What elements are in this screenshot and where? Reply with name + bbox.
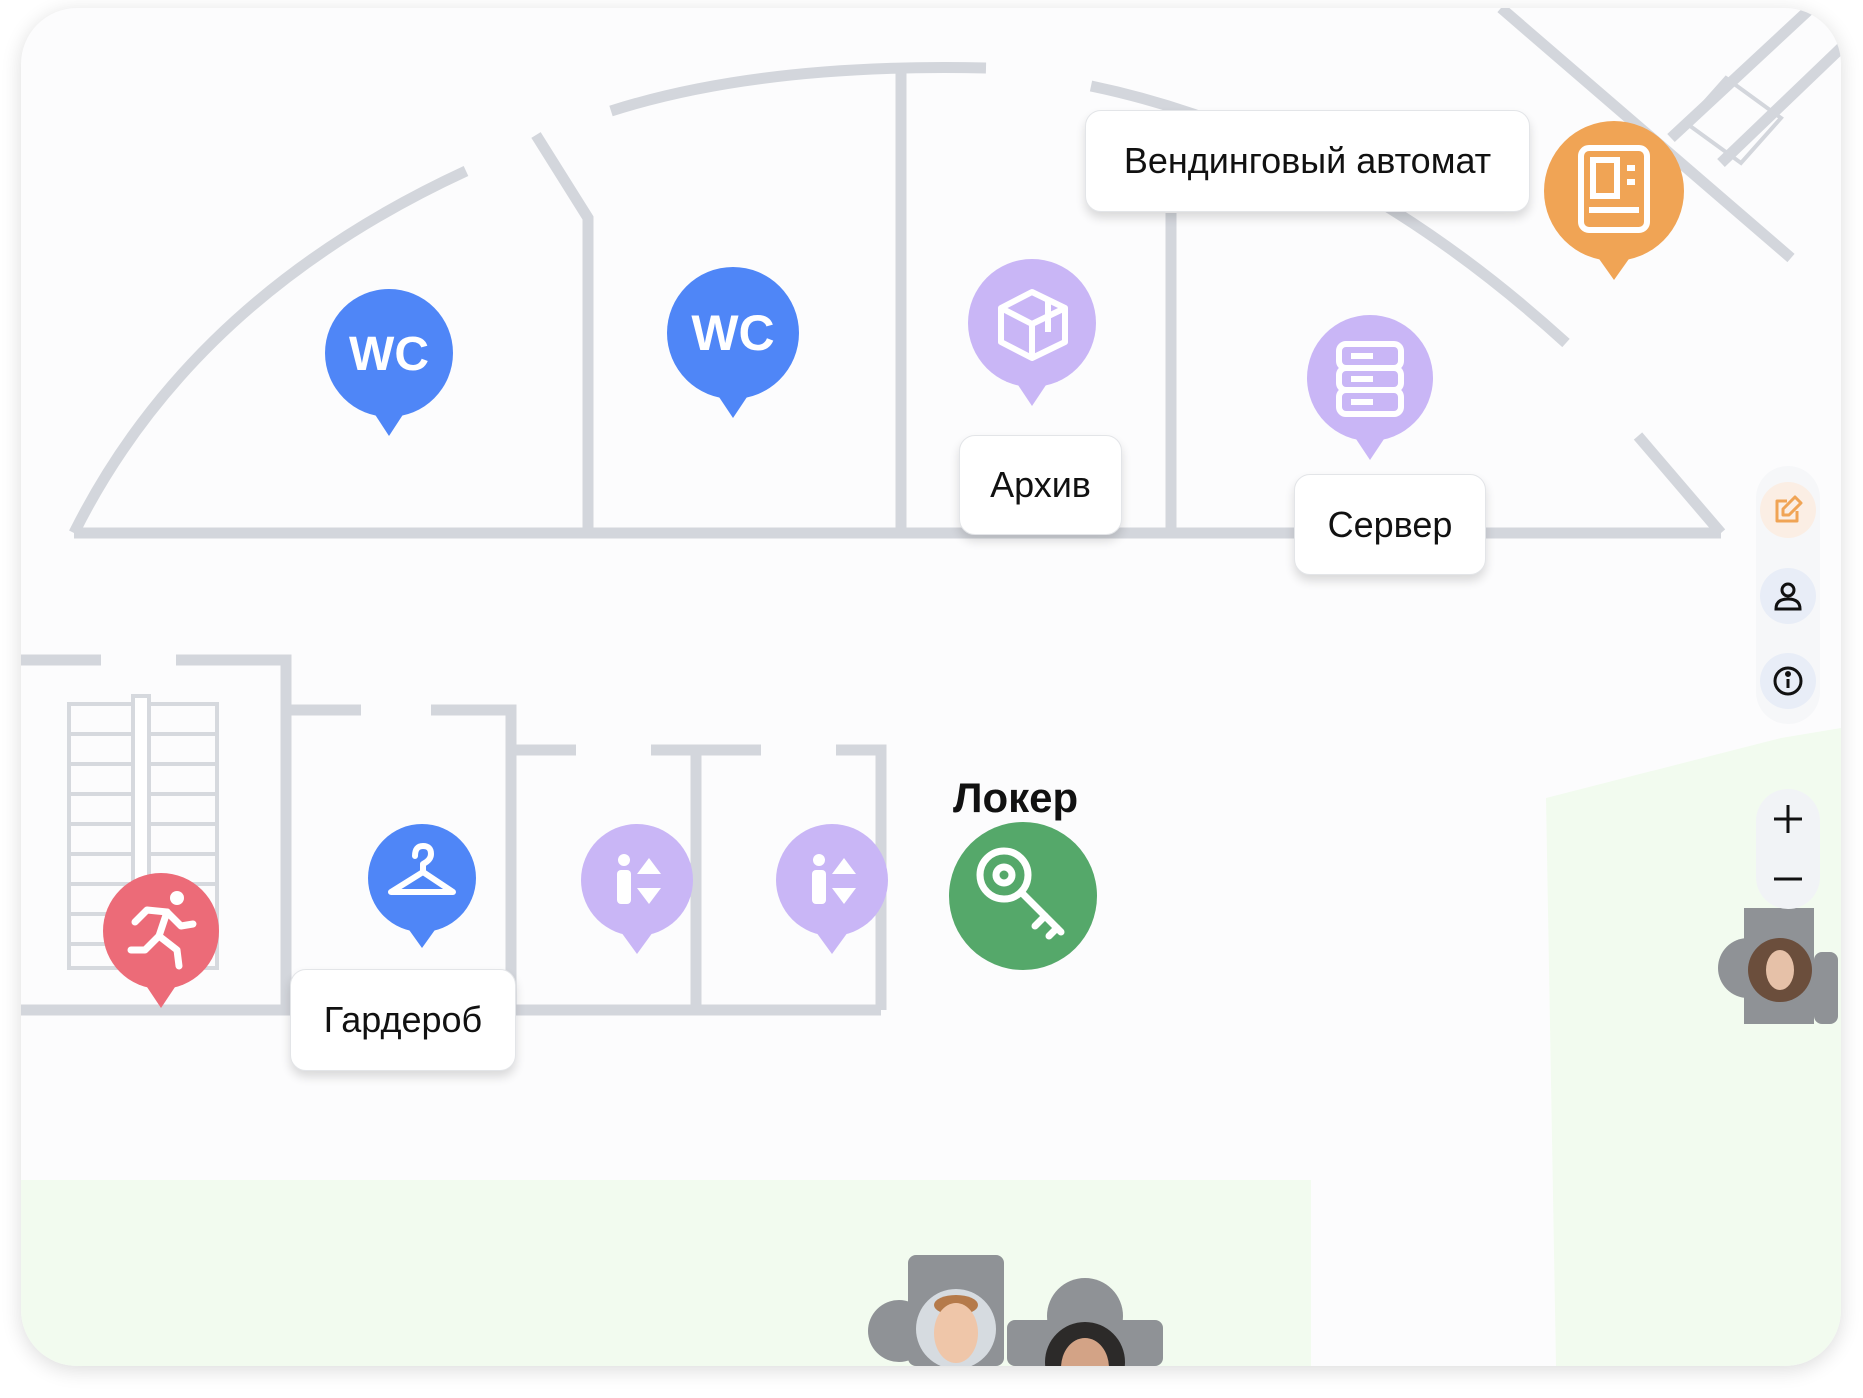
locker-label: Локер	[953, 774, 1079, 821]
employee-avatar[interactable]	[1007, 1278, 1167, 1366]
server-pin[interactable]	[1307, 315, 1433, 460]
avatar	[1748, 938, 1812, 1002]
zoom-in-button[interactable]	[1756, 789, 1820, 849]
user-button[interactable]	[1760, 568, 1816, 624]
vending-machine-icon	[1578, 145, 1650, 233]
restroom-icon	[617, 854, 661, 904]
edit-button[interactable]	[1760, 482, 1816, 538]
map-toolbar	[1756, 466, 1820, 724]
emergency-exit-pin[interactable]	[103, 873, 219, 1008]
floor-plan: WC WC	[21, 8, 1841, 1366]
wardrobe-label[interactable]: Гардероб	[290, 969, 516, 1071]
info-button[interactable]	[1760, 653, 1816, 709]
info-icon	[1773, 666, 1803, 696]
wardrobe-pin[interactable]	[368, 824, 476, 948]
wc-icon: WC	[691, 305, 774, 361]
zoom-out-button[interactable]	[1756, 849, 1820, 909]
employee-avatar[interactable]	[1718, 908, 1841, 1028]
box-icon	[998, 289, 1068, 361]
avatar	[916, 1289, 996, 1366]
restroom-icon	[812, 854, 856, 904]
wc-pin[interactable]: WC	[667, 267, 799, 418]
vending-machine-label[interactable]: Вендинговый автомат	[1085, 110, 1530, 212]
server-icon	[1336, 341, 1404, 417]
key-icon	[976, 847, 1065, 940]
plus-icon	[1774, 805, 1802, 833]
emergency-exit-icon	[127, 891, 197, 970]
employee-avatar[interactable]	[868, 1255, 1024, 1366]
vending-machine-pin[interactable]	[1544, 121, 1684, 280]
minus-icon	[1774, 877, 1802, 881]
floor-map[interactable]: WC WC	[21, 8, 1841, 1366]
wc-icon: WC	[349, 328, 429, 381]
zoom-controls	[1756, 789, 1820, 909]
archive-label[interactable]: Архив	[959, 435, 1122, 535]
archive-pin[interactable]	[968, 259, 1096, 406]
edit-icon	[1775, 495, 1803, 523]
hanger-icon	[388, 843, 456, 895]
locker-pin[interactable]	[949, 822, 1097, 970]
restroom-pin[interactable]	[776, 824, 888, 954]
server-label[interactable]: Сервер	[1294, 474, 1486, 575]
user-icon	[1774, 582, 1802, 611]
restroom-pin[interactable]	[581, 824, 693, 954]
wc-pin[interactable]: WC	[325, 289, 453, 436]
